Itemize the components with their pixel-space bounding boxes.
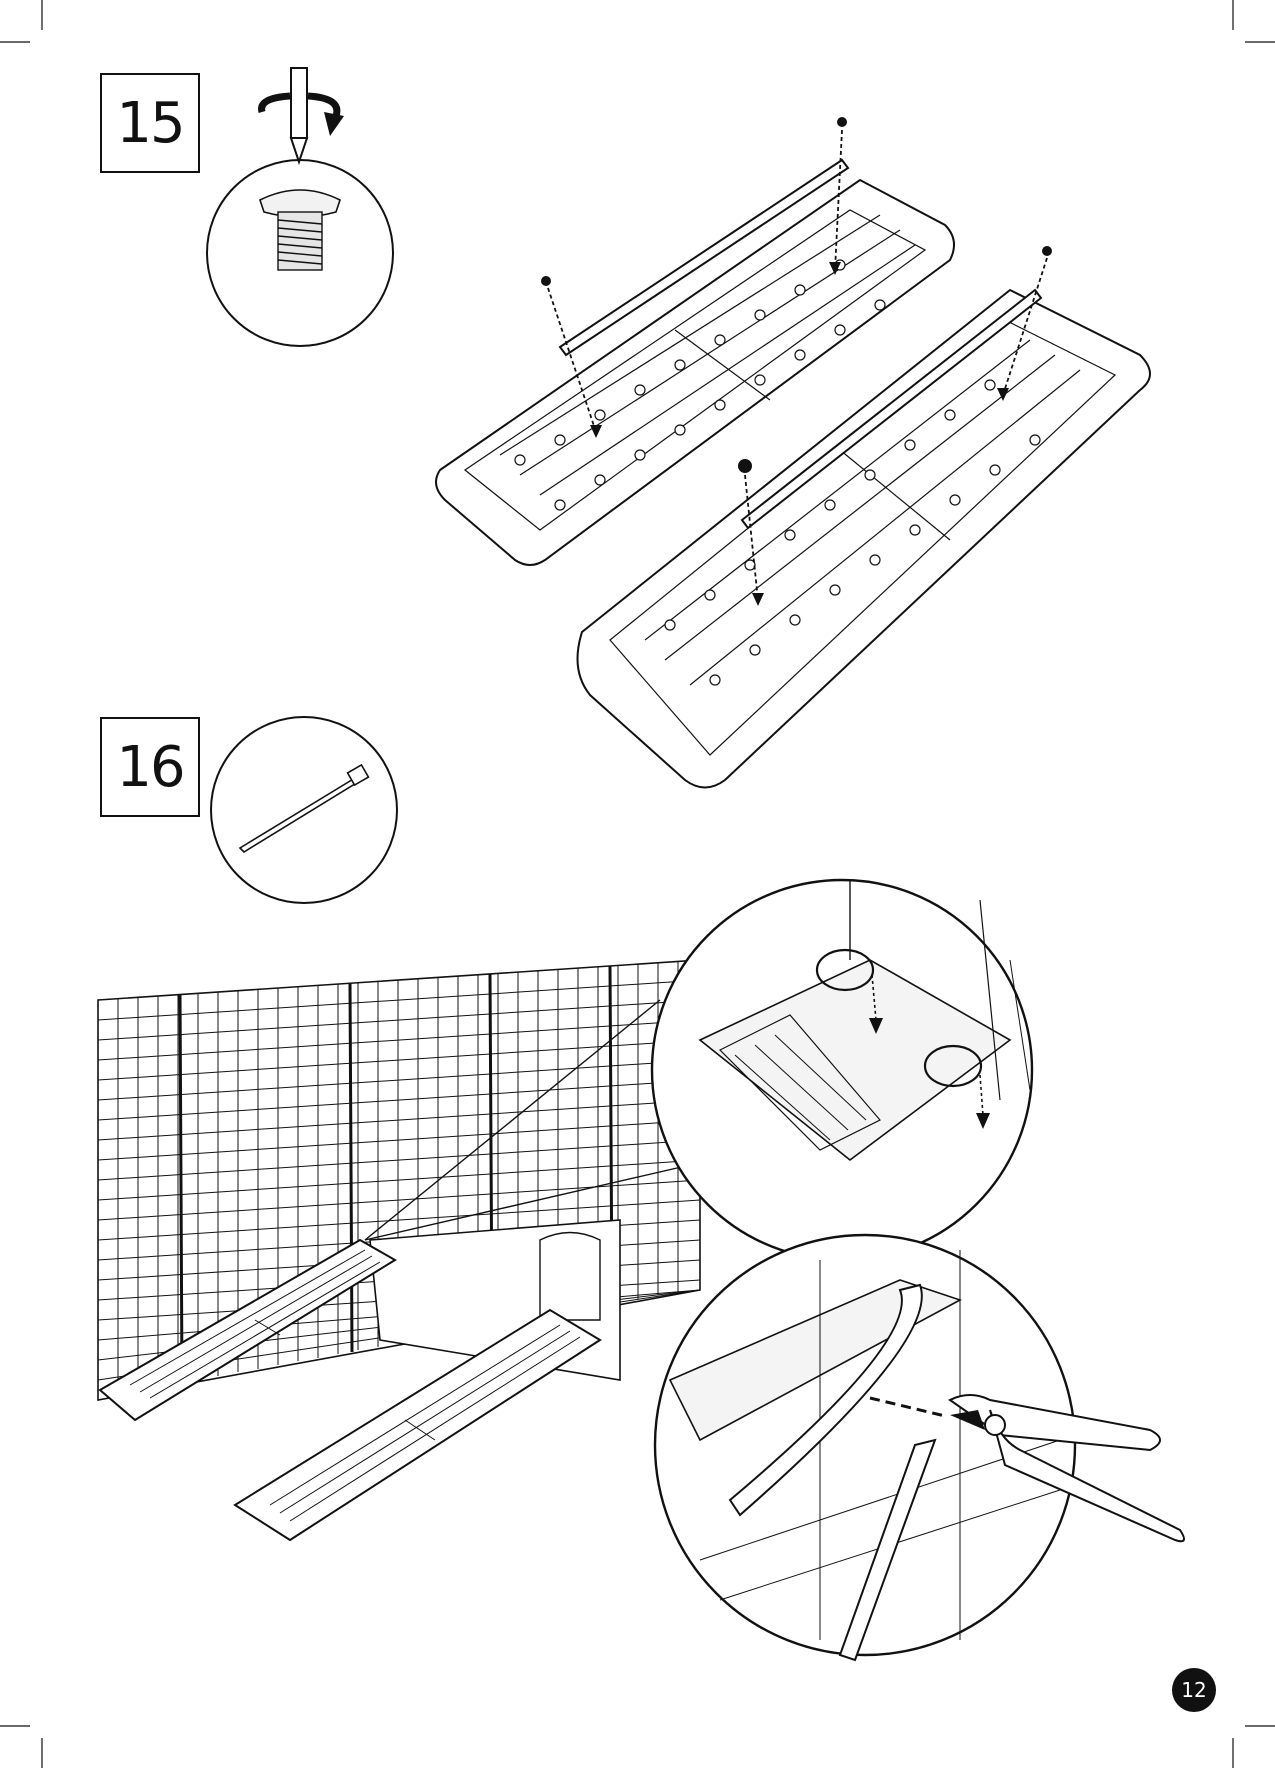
cutting-zoom-detail — [655, 1235, 1184, 1660]
cable-tie-detail-circle — [211, 717, 397, 903]
page-number: 12 — [1181, 1678, 1206, 1702]
cable-tie-zoom-detail — [652, 880, 1032, 1260]
page-number-badge: 12 — [1172, 1668, 1216, 1712]
